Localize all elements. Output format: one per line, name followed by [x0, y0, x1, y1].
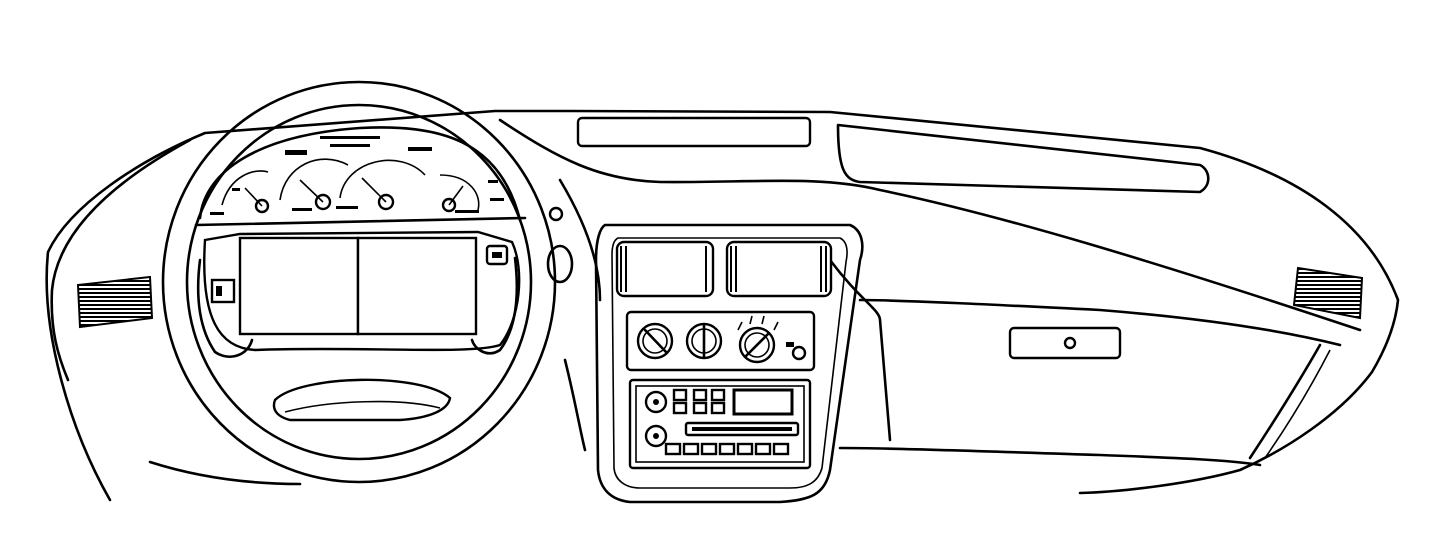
left-air-vent [76, 275, 154, 329]
dashboard-glovebox-curve [838, 446, 1262, 467]
dashboard-right-lower-ridge [1248, 343, 1322, 460]
dashboard-lower-shelf [858, 298, 1342, 347]
hub-button-right [485, 244, 509, 266]
column-stalk-right [546, 244, 574, 284]
steering-wheel-rim-outer [161, 80, 557, 484]
dashboard-outline [45, 109, 1400, 502]
airbag-cover-right [356, 236, 478, 336]
right-air-vent [1292, 266, 1364, 320]
cruise-control-switch [210, 278, 236, 304]
steering-spoke-right [470, 256, 519, 355]
radio-volume-knob [644, 390, 668, 414]
dashboard-lower-edge [148, 460, 302, 486]
cluster-face-bottom [194, 216, 527, 227]
radio-tune-knob [644, 424, 668, 448]
cluster-tick-marks [210, 136, 504, 215]
radio-faceplate [635, 385, 805, 463]
dashboard-right-panel-edge [828, 258, 892, 442]
glovebox-lock [1063, 336, 1077, 350]
rear-defog-button [791, 345, 807, 361]
steering-lower-trim [284, 400, 441, 413]
gauge-fuel [221, 170, 270, 214]
steering-wheel-rim-inner [185, 103, 533, 461]
gauge-tachometer [279, 158, 349, 211]
climate-knob-mode [685, 322, 723, 360]
gauge-speedometer [339, 159, 426, 211]
center-vent-left [615, 240, 715, 298]
defroster-vent [576, 116, 812, 148]
climate-knob-fan [636, 322, 674, 360]
climate-knob-temperature [737, 315, 779, 364]
radio-buttons [672, 388, 726, 415]
radio-preset-buttons [664, 442, 790, 456]
dashboard-center-lower-edge [563, 358, 587, 452]
airbag-cover-left [238, 236, 360, 336]
dashboard-center-shelf [558, 178, 602, 302]
dashboard-right-lower-ridge-2 [1264, 349, 1331, 459]
center-vent-right [725, 240, 833, 298]
steering-lower-spoke [272, 378, 452, 422]
gauge-temperature [439, 174, 480, 213]
steering-spoke-left [196, 258, 254, 358]
center-stack-bezel [594, 223, 864, 504]
dashboard-top-ridge [498, 118, 1362, 332]
cassette-door [692, 427, 792, 431]
radio-display [732, 388, 794, 416]
center-stack-inner [611, 237, 848, 489]
rear-defog-symbol [786, 342, 794, 347]
right-dash-pad [836, 123, 1210, 194]
column-stalk-knob [548, 206, 564, 222]
dashboard-inner-ridge-left [50, 138, 192, 382]
